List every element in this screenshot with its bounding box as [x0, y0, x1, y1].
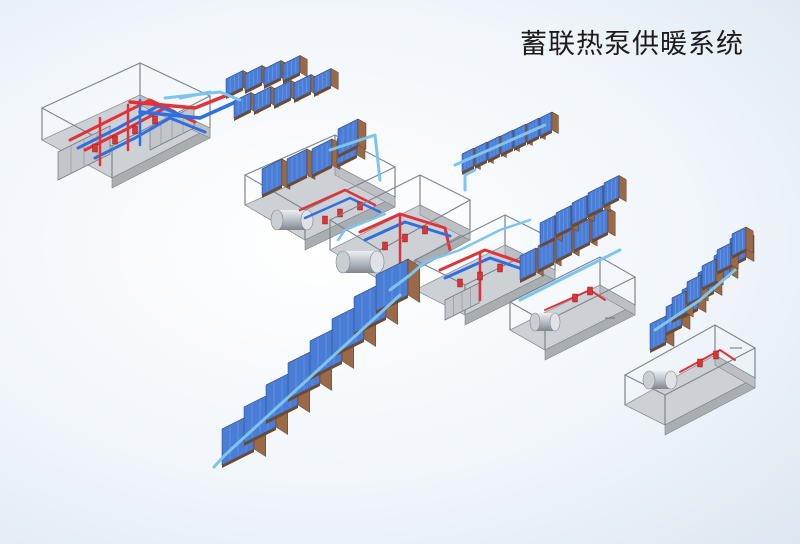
- skid-middle-left-cold: [303, 196, 382, 220]
- skid-middle-left-water: [328, 133, 382, 182]
- skid-center-right-pumps: [457, 263, 503, 288]
- skid-center-tank: [335, 250, 385, 274]
- skid-center-hot: [358, 212, 452, 252]
- unit-row-bottom-left: [221, 258, 421, 468]
- skid-far-right: [623, 324, 757, 436]
- circulation-pump-icon: [587, 286, 593, 296]
- link-bottom-to-center: [388, 260, 427, 292]
- circulation-pump-icon: [697, 358, 703, 368]
- top-left-main-cold: [138, 98, 242, 120]
- skid-far-right-tank: [642, 370, 678, 390]
- heat-pump-unit-icon: [282, 55, 308, 84]
- heat-pump-unit-icon: [233, 92, 259, 121]
- circulation-pump-icon: [112, 135, 118, 145]
- heat-pump-unit-icon: [539, 111, 559, 139]
- skid-middle-left-tank: [270, 209, 314, 231]
- skid-far-right-pumps: [697, 350, 719, 368]
- unit-row-upper-right-water: [453, 123, 547, 167]
- circulation-pump-icon: [572, 293, 578, 303]
- top-left-main-hot: [128, 90, 237, 110]
- heat-pump-unit-icon: [225, 70, 251, 99]
- skid-middle-left-hot: [298, 188, 377, 212]
- skid-right-middle-tank: [529, 312, 561, 332]
- skid-center-right-cabinet: [444, 282, 480, 321]
- top-left-cold-pipe-2: [93, 116, 207, 160]
- skid-far-right-units-back: [671, 226, 754, 323]
- unit-row-top-back: [225, 55, 308, 99]
- unit-row-bottom-left-water: [212, 293, 402, 469]
- circulation-pump-icon: [322, 215, 328, 225]
- link-center-to-upper-right: [463, 168, 477, 192]
- unit-group-top-water: [163, 90, 242, 102]
- heat-pump-unit-icon: [313, 68, 339, 97]
- skid-far-right-water: [653, 268, 737, 332]
- circulation-pump-icon: [92, 143, 98, 153]
- heat-pump-unit-icon: [261, 158, 291, 198]
- top-left-cold-pipe: [76, 104, 190, 150]
- skid-center-water: [336, 212, 387, 242]
- top-left-pumps: [92, 115, 158, 153]
- circulation-pump-icon: [422, 225, 428, 235]
- heat-pump-unit-icon: [731, 226, 754, 259]
- circulation-pump-icon: [382, 241, 388, 251]
- skid-center-right-hot: [438, 248, 522, 272]
- diagram-title: 蓄联热泵供暖系统: [520, 29, 744, 60]
- circulation-pump-icon: [477, 271, 483, 281]
- heat-pump-unit-icon: [603, 175, 627, 208]
- circulation-pump-icon: [457, 278, 463, 288]
- skid-center-cold: [363, 220, 452, 242]
- skid-right-middle-water: [518, 248, 622, 302]
- circulation-pump-icon: [497, 263, 503, 273]
- circulation-pump-icon: [152, 115, 158, 125]
- skid-far-right-hot: [679, 349, 736, 373]
- skid-center-pumps: [382, 225, 428, 251]
- heat-pump-unit-icon: [519, 247, 544, 283]
- skid-right-middle-units-front: [519, 207, 616, 283]
- circulation-pump-icon: [132, 125, 138, 135]
- circulation-pump-icon: [402, 233, 408, 243]
- skid-right-middle-units-back: [539, 175, 627, 248]
- unit-row-upper-right: [461, 111, 559, 175]
- skid-center-right-cold: [443, 256, 527, 280]
- skid-center-right-water: [423, 218, 532, 264]
- circulation-pump-icon: [713, 350, 719, 360]
- circulation-pump-icon: [337, 208, 343, 218]
- unit-row-top-front: [233, 68, 339, 121]
- skid-right-middle-pumps: [572, 286, 593, 303]
- skid-right-middle: [508, 256, 637, 361]
